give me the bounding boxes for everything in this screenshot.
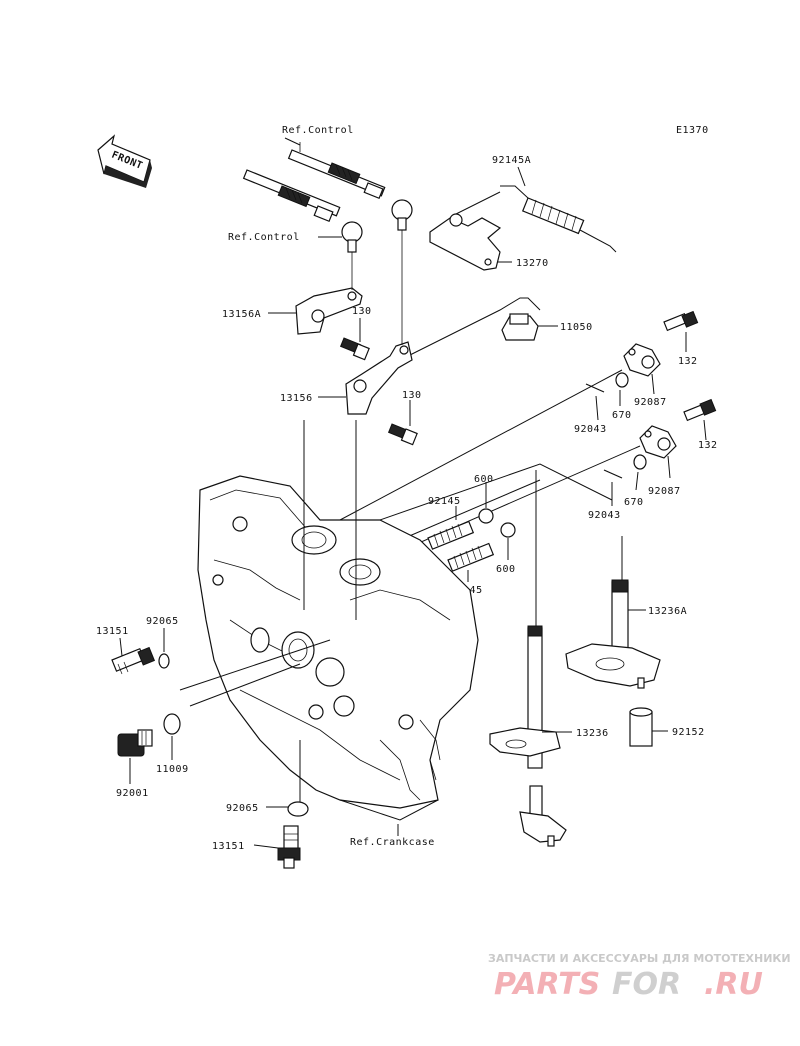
part-670-upper-label: 670 [612,410,632,421]
part-92145-upper-label: 92145 [428,496,461,507]
washer-92065-lower [287,801,309,817]
diagram-code: E1370 [676,125,709,136]
watermark-logo-c: .RU [704,967,763,1002]
washer-92065-upper [158,653,170,669]
control-rod-lower [242,169,363,253]
part-132-lower-label: 132 [698,440,718,451]
shift-lever-13156A [295,252,363,335]
part-92152-label: 92152 [672,727,705,738]
drain-plug-92001 [117,729,153,757]
part-13151-lower-label: 13151 [212,841,245,852]
part-13156A-label: 13156A [222,309,261,320]
bolt-130-lower [387,423,418,446]
gasket-11009 [163,713,181,735]
part-92145A-label: 92145A [492,155,531,166]
switch-13151-lower [277,825,301,869]
watermark-tagline: ЗАПЧАСТИ И АКСЕССУАРЫ ДЛЯ МОТОТЕХНИКИ [488,952,791,965]
part-13236-label: 13236 [576,728,609,739]
spring-92145-upper [427,520,475,550]
arm-92087-upper [623,343,661,377]
bolt-132-upper [663,310,699,332]
part-670-lower-label: 670 [624,497,644,508]
o-ring-670-upper [615,372,629,388]
return-spring-92145A [500,185,617,253]
ref-crankcase-label: Ref.Crankcase [350,837,435,848]
ball-600-lower [500,522,516,538]
part-11050-label: 11050 [560,322,593,333]
ball-600-upper [478,508,494,524]
part-92065-upper-label: 92065 [146,616,179,627]
bolt-130-upper [339,337,370,361]
ref-control-mid-label: Ref.Control [228,232,300,243]
pin-92043-upper [585,383,605,393]
part-92065-lower-label: 92065 [226,803,259,814]
switch-13151-upper [111,646,156,675]
bolt-132-lower [683,398,717,422]
crankcase-housing [197,475,479,809]
control-rod-upper [287,142,413,231]
cover-11050 [403,297,541,359]
part-92043-lower-label: 92043 [588,510,621,521]
watermark-logo-a: PARTS [494,967,600,1002]
part-92043-upper-label: 92043 [574,424,607,435]
watermark-logo-b: FOR [612,967,681,1002]
ref-control-top-label: Ref.Control [282,125,354,136]
part-13151-upper-label: 13151 [96,626,129,637]
part-11009-label: 11009 [156,764,189,775]
part-600-lower-label: 600 [496,564,516,575]
spring-92145-lower [447,542,495,572]
watermark: ЗАПЧАСТИ И АКСЕССУАРЫ ДЛЯ МОТОТЕХНИКИ PA… [488,952,791,1002]
part-130-lower-label: 130 [402,390,422,401]
part-92001-label: 92001 [116,788,149,799]
part-600-upper-label: 600 [474,474,494,485]
pin-92043-lower [603,469,623,479]
shift-shaft-13236 [489,625,567,847]
shift-lever-13156 [345,230,413,415]
collar-92152 [629,707,653,747]
part-13270-label: 13270 [516,258,549,269]
part-13236A-label: 13236A [648,606,687,617]
part-92087-lower-label: 92087 [648,486,681,497]
front-arrow-icon: FRONT [97,134,152,188]
arm-92087-lower [639,425,677,459]
part-13156-label: 13156 [280,393,313,404]
bracket-plate-13270 [429,191,502,271]
shift-shaft-13236A [565,579,661,689]
part-92087-upper-label: 92087 [634,397,667,408]
o-ring-670-lower [633,454,647,470]
part-130-upper-label: 130 [352,306,372,317]
part-132-upper-label: 132 [678,356,698,367]
